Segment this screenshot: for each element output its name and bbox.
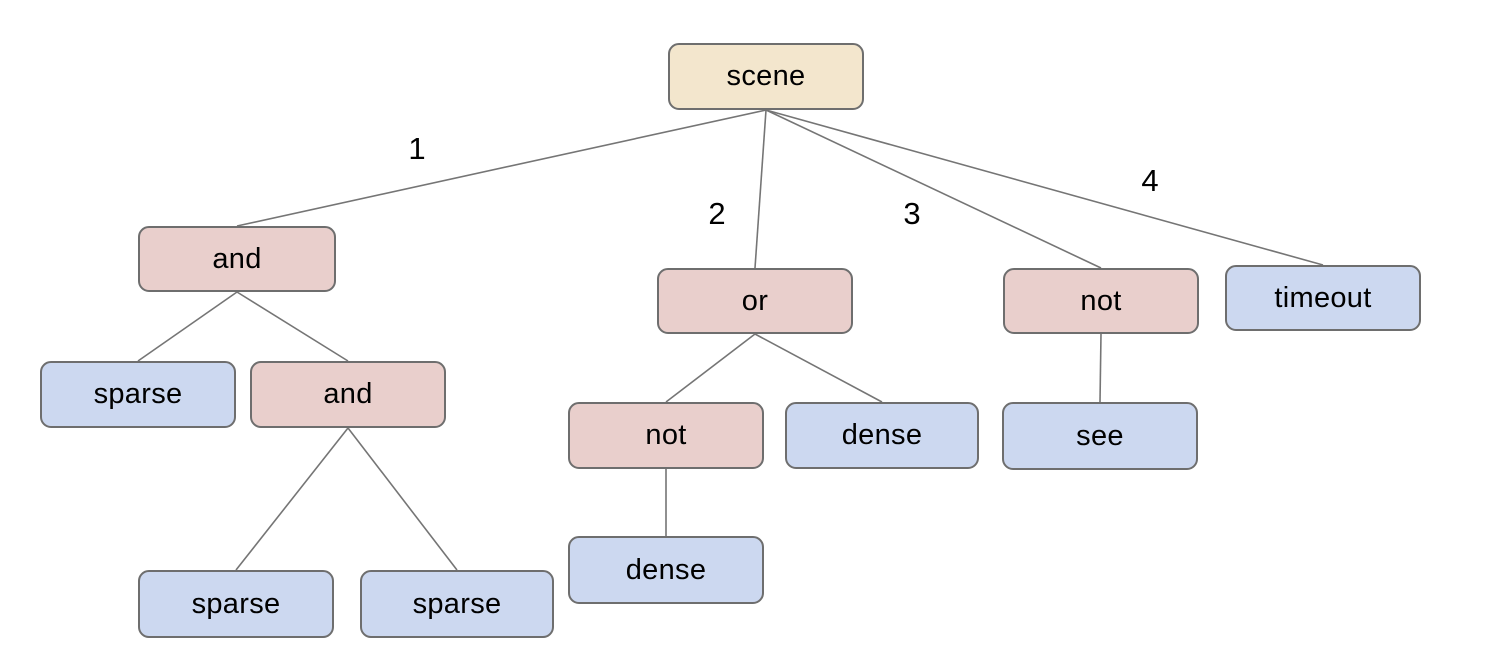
edge-or1-not2: [665, 333, 756, 403]
edge-and1-and2: [236, 291, 349, 362]
edge-label-4: 4: [1141, 163, 1159, 198]
node-sparse-3: sparse: [360, 570, 554, 638]
node-not-1: not: [1003, 268, 1199, 334]
edge-or1-dense1: [754, 333, 883, 403]
node-and-2: and: [250, 361, 446, 428]
edge-label-2: 2: [708, 196, 726, 231]
edge-scene-or1: [754, 109, 767, 269]
node-sparse-2: sparse: [138, 570, 334, 638]
edge-scene-timeout: [765, 109, 1324, 266]
node-scene: scene: [668, 43, 864, 110]
node-and-1: and: [138, 226, 336, 292]
node-timeout: timeout: [1225, 265, 1421, 331]
node-not-2: not: [568, 402, 764, 469]
edge-scene-and1: [236, 109, 767, 227]
node-or: or: [657, 268, 853, 334]
edge-and2-sparse2: [235, 427, 349, 571]
node-dense-1: dense: [785, 402, 979, 469]
node-see: see: [1002, 402, 1198, 470]
node-sparse-1: sparse: [40, 361, 236, 428]
edge-label-1: 1: [408, 131, 426, 166]
edge-not1-see1: [1099, 333, 1102, 403]
node-dense-2: dense: [568, 536, 764, 604]
edge-label-3: 3: [903, 196, 921, 231]
edge-and1-sparse1: [137, 291, 238, 362]
edge-and2-sparse3: [347, 427, 458, 571]
edge-scene-not1: [765, 109, 1102, 269]
